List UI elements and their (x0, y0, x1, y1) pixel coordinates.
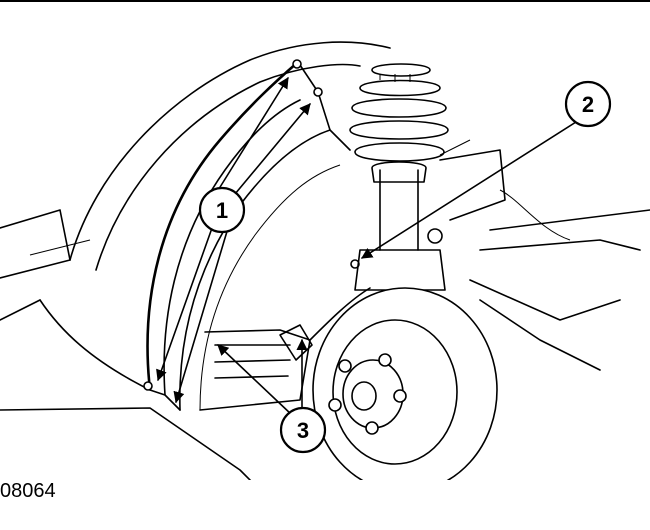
wheel-arch-liner-illustration: 1 2 3 (0, 41, 650, 480)
suspension-strut (349, 63, 506, 291)
fasteners (143, 59, 360, 391)
callout-1-label: 1 (216, 198, 228, 223)
subframe (469, 189, 650, 371)
leader-arrows (156, 77, 577, 416)
brake-disc-hub (312, 287, 498, 480)
callout-2: 2 (564, 80, 612, 128)
callout-1: 1 (198, 186, 246, 234)
reference-code: 08064 (0, 480, 56, 502)
wiring-harness (199, 287, 371, 411)
callout-3-label: 3 (297, 418, 309, 443)
fender-body-panel (0, 41, 391, 480)
clip-top (292, 59, 302, 69)
callout-3: 3 (279, 406, 327, 454)
clip-lower (143, 381, 153, 391)
wheel-arch-liner (146, 61, 351, 411)
callout-2-label: 2 (582, 92, 594, 117)
clip-upper (313, 87, 323, 97)
top-border (0, 0, 650, 2)
